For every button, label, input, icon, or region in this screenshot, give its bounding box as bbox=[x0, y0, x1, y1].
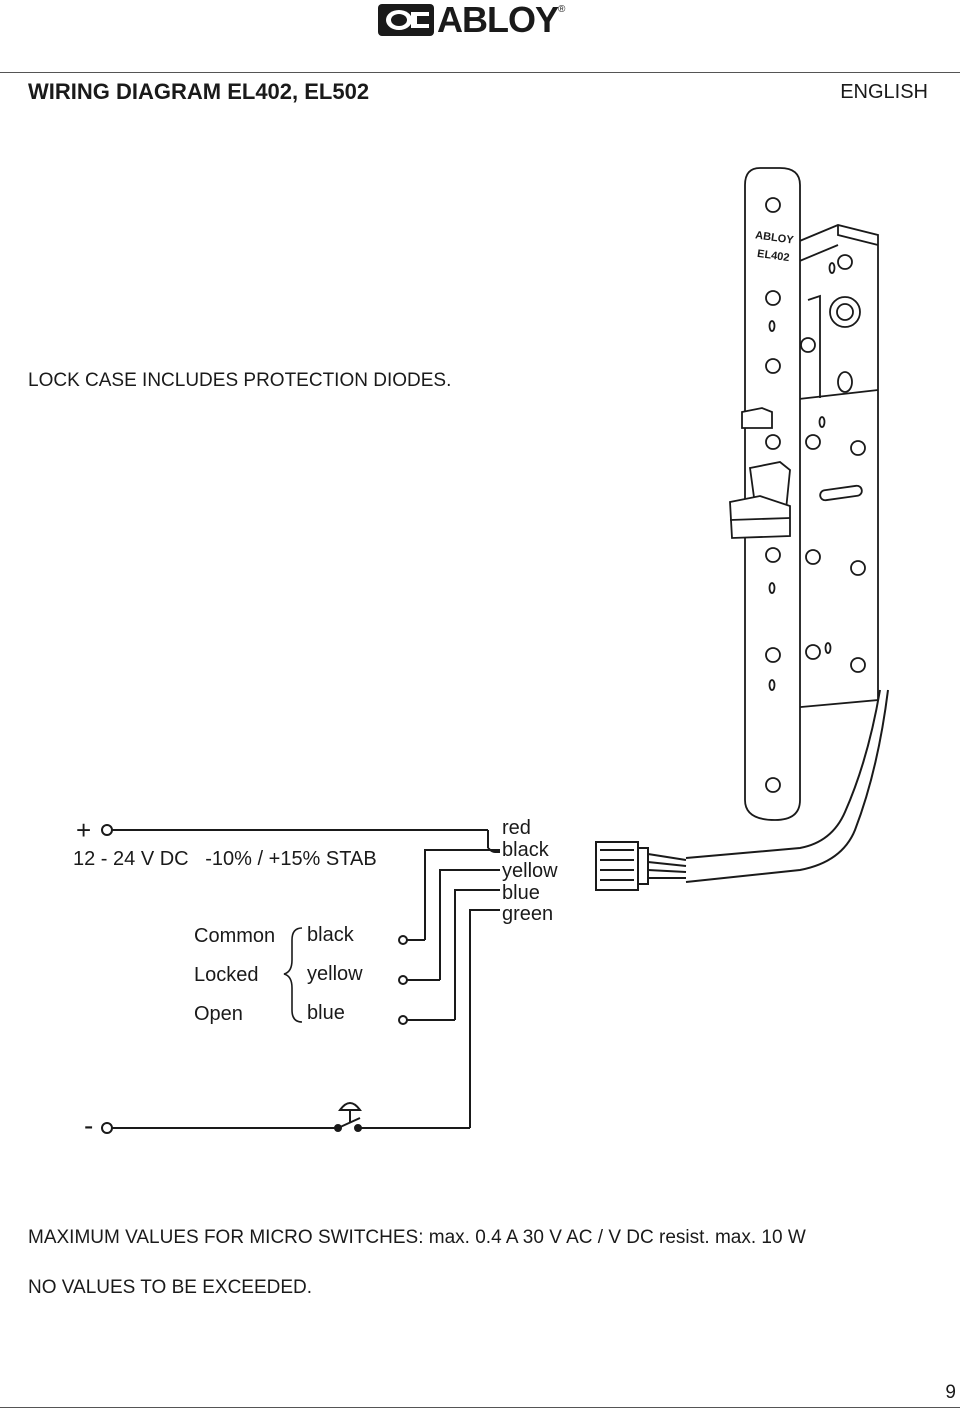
header-rule bbox=[0, 72, 960, 73]
wire-color-item: black bbox=[502, 838, 549, 861]
language-label: ENGLISH bbox=[840, 81, 928, 103]
locked-label: Locked bbox=[194, 964, 259, 986]
abloy-logo: ABLOY ® bbox=[377, 2, 565, 38]
connector-plug-icon bbox=[595, 841, 687, 891]
brand-name: ABLOY bbox=[437, 0, 559, 40]
common-wire-color: black bbox=[307, 924, 354, 946]
plus-terminal bbox=[101, 824, 113, 836]
open-wire-color: blue bbox=[307, 1002, 345, 1024]
footer-rule bbox=[0, 1407, 960, 1408]
locked-terminal bbox=[398, 975, 408, 985]
wire-color-item: green bbox=[502, 903, 554, 925]
locked-wire-color: yellow bbox=[307, 963, 363, 985]
open-terminal bbox=[398, 1015, 408, 1025]
no-exceed-note: NO VALUES TO BE EXCEEDED. bbox=[28, 1277, 313, 1298]
max-values-note: MAXIMUM VALUES FOR MICRO SWITCHES: max. … bbox=[28, 1227, 806, 1248]
supply-voltage-label: 12 - 24 V DC -10% / +15% STAB bbox=[73, 848, 377, 870]
cable-wire-list: red black yellow blue green bbox=[502, 817, 558, 926]
cable-upper bbox=[685, 689, 881, 859]
wire-bundle bbox=[424, 830, 500, 1128]
page-title: WIRING DIAGRAM EL402, EL502 bbox=[28, 79, 370, 104]
cable-lower bbox=[685, 689, 889, 883]
wire-color-item: yellow bbox=[502, 860, 558, 882]
push-button-switch-icon bbox=[334, 1102, 362, 1132]
wire-brace bbox=[283, 927, 303, 1023]
open-label: Open bbox=[194, 1003, 243, 1025]
minus-symbol: - bbox=[84, 1110, 94, 1141]
wire-color-item: blue bbox=[502, 881, 540, 904]
page-number: 9 bbox=[945, 1382, 956, 1403]
registered-mark: ® bbox=[558, 4, 566, 15]
minus-terminal bbox=[101, 1122, 113, 1134]
key-emblem-icon bbox=[378, 4, 434, 36]
common-label: Common bbox=[194, 925, 276, 947]
wire-color-item: red bbox=[502, 817, 531, 839]
common-terminal bbox=[398, 935, 408, 945]
plus-symbol: + bbox=[76, 815, 92, 845]
diode-note: LOCK CASE INCLUDES PROTECTION DIODES. bbox=[28, 370, 452, 391]
lock-case-drawing bbox=[729, 167, 879, 821]
